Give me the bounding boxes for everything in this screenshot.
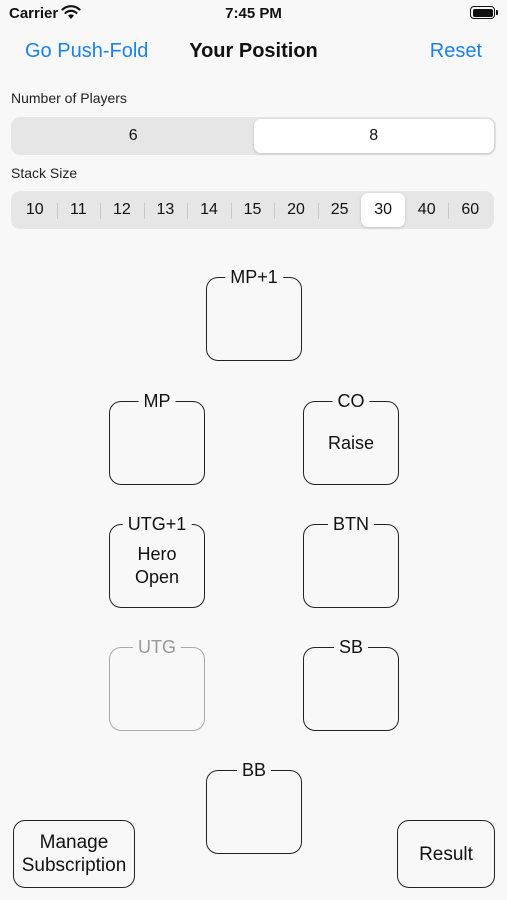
stack-option-14[interactable]: 14 <box>187 193 231 227</box>
clock: 7:45 PM <box>225 5 282 22</box>
seat-utg: UTG <box>109 635 205 731</box>
seat-action-utg1-line2: Open <box>134 567 180 587</box>
seat-label-mp: MP <box>138 389 176 413</box>
manage-subscription-line1: Manage <box>39 832 109 853</box>
seat-label-co: CO <box>332 389 370 413</box>
seat-label-utg1: UTG+1 <box>122 512 192 536</box>
seat-co[interactable]: CO Raise <box>303 389 399 485</box>
seat-btn[interactable]: BTN <box>303 512 399 608</box>
seat-bb[interactable]: BB <box>206 758 302 854</box>
seat-label-bb: BB <box>236 758 272 782</box>
stack-size-segmented-control: 10 11 12 13 14 15 20 25 30 40 60 <box>11 191 494 229</box>
stack-option-30[interactable]: 30 <box>361 193 405 227</box>
carrier-label: Carrier <box>9 5 59 22</box>
seat-action-co: Raise <box>327 433 375 453</box>
stack-option-40[interactable]: 40 <box>417 201 436 218</box>
battery-icon <box>470 6 498 20</box>
stack-option-60[interactable]: 60 <box>448 193 492 227</box>
seat-sb[interactable]: SB <box>303 635 399 731</box>
seat-label-utg: UTG <box>133 635 181 659</box>
players-label: Number of Players <box>11 90 127 106</box>
wifi-icon <box>61 5 81 19</box>
go-push-fold-button[interactable]: Go Push-Fold <box>25 40 149 62</box>
stack-option-25[interactable]: 25 <box>317 193 362 227</box>
seat-mp[interactable]: MP <box>109 389 205 485</box>
stack-option-12[interactable]: 12 <box>100 193 144 227</box>
stack-size-label: Stack Size <box>11 165 78 181</box>
stack-option-20[interactable]: 20 <box>274 193 318 227</box>
seat-utg1[interactable]: UTG+1 Hero Open <box>109 512 205 608</box>
players-segmented-control: 6 8 <box>11 117 496 155</box>
manage-subscription-line2: Subscription <box>21 855 127 876</box>
players-option-8[interactable]: 8 <box>253 119 494 153</box>
stack-option-11[interactable]: 11 <box>56 193 101 227</box>
page-title: Your Position <box>189 40 318 62</box>
seat-action-utg1-line1: Hero <box>137 544 177 564</box>
result-button[interactable]: Result <box>397 820 495 888</box>
players-option-6[interactable]: 6 <box>128 127 138 144</box>
status-bar: Carrier 7:45 PM <box>0 0 507 28</box>
seat-label-sb: SB <box>333 635 369 659</box>
reset-button[interactable]: Reset <box>429 40 482 62</box>
stack-option-15[interactable]: 15 <box>230 193 275 227</box>
seat-label-mp1: MP+1 <box>225 265 283 289</box>
stack-option-10[interactable]: 10 <box>25 201 44 218</box>
seat-mp1[interactable]: MP+1 <box>206 265 302 361</box>
seat-label-btn: BTN <box>328 512 374 536</box>
manage-subscription-button[interactable]: Manage Subscription <box>13 820 135 888</box>
stack-option-13[interactable]: 13 <box>143 193 188 227</box>
